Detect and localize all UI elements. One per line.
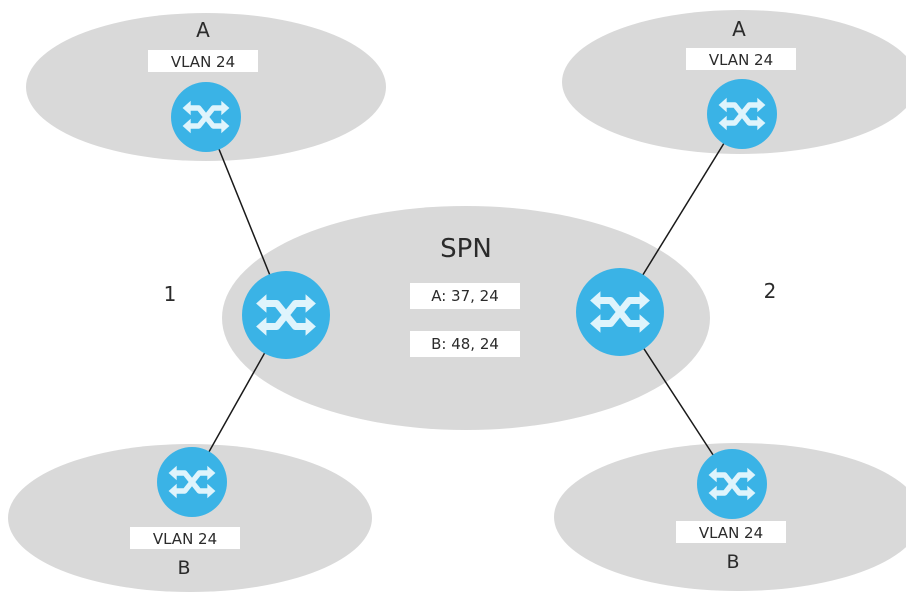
switch-icon (697, 449, 767, 519)
spn-title: SPN (440, 234, 492, 264)
vlan-box (130, 527, 240, 549)
site-b-left-title: B (177, 557, 190, 579)
switch-icon (707, 79, 777, 149)
site-a-left-vlan: VLAN 24 (171, 53, 235, 71)
site-b-right-vlan: VLAN 24 (699, 524, 763, 542)
site-a-left-title: A (196, 18, 210, 42)
vlan-box (148, 50, 258, 72)
site-b-right-title: B (726, 551, 739, 573)
spn-tag-box (410, 331, 520, 357)
spn-tag-b: B: 48, 24 (431, 335, 499, 353)
spn-tag-box (410, 283, 520, 309)
spn-cloud (222, 206, 710, 430)
site-b-left-cloud (8, 444, 372, 592)
edge-label-1: 1 (164, 282, 177, 306)
switch-icon (157, 447, 227, 517)
switch-icon (242, 271, 330, 359)
switch-icon (171, 82, 241, 152)
site-b-left-vlan: VLAN 24 (153, 530, 217, 548)
vlan-box (686, 48, 796, 70)
spn-tag-a: A: 37, 24 (431, 287, 499, 305)
site-a-right-vlan: VLAN 24 (709, 51, 773, 69)
site-a-right-title: A (732, 17, 746, 41)
edge-label-2: 2 (764, 279, 777, 303)
vlan-box (676, 521, 786, 543)
switch-icon (576, 268, 664, 356)
